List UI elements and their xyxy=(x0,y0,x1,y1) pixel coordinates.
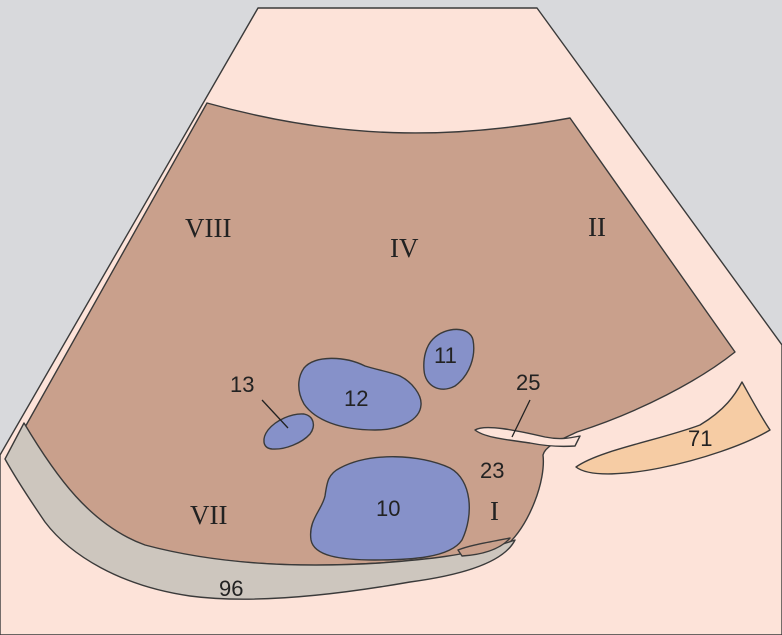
label-segment-iv: IV xyxy=(390,233,419,263)
label-structure-71: 71 xyxy=(688,426,712,451)
label-structure-12: 12 xyxy=(344,386,368,411)
label-segment-vii: VII xyxy=(190,500,227,530)
label-structure-11: 11 xyxy=(434,343,457,368)
label-structure-23: 23 xyxy=(480,458,504,483)
label-structure-13: 13 xyxy=(230,372,254,397)
label-structure-25: 25 xyxy=(516,370,540,395)
label-segment-ii: II xyxy=(588,212,606,242)
label-structure-10: 10 xyxy=(376,496,400,521)
label-structure-96: 96 xyxy=(219,576,243,601)
label-segment-i: I xyxy=(490,496,499,526)
label-segment-viii: VIII xyxy=(185,213,231,243)
